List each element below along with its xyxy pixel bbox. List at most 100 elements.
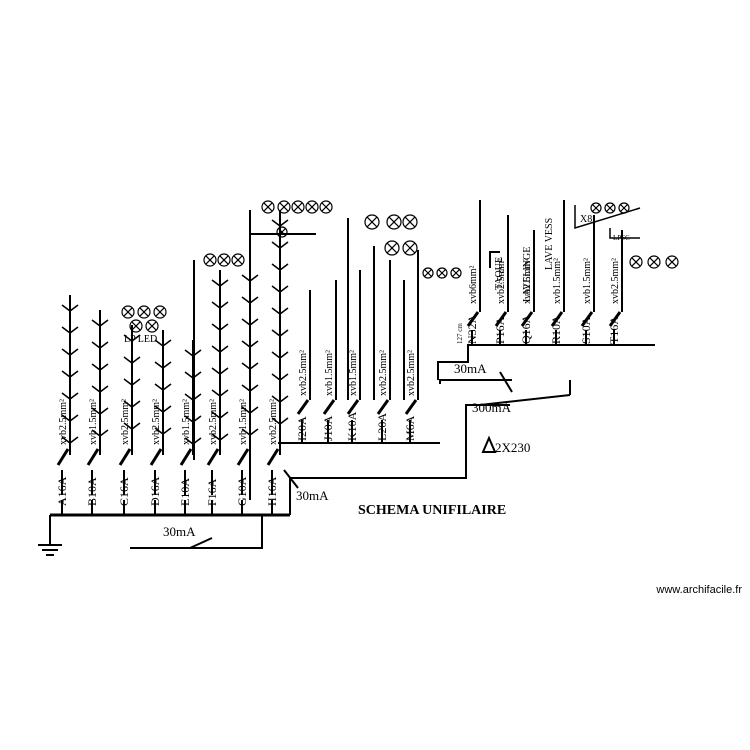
circuit-f16a-outlet-symbol bbox=[211, 279, 229, 287]
circuit-g10a-outlet-symbol bbox=[241, 362, 259, 370]
circuit-m6a-cable-label: xvb2.5mm² bbox=[406, 350, 417, 396]
dimension-127-label: 127 cm bbox=[456, 323, 464, 344]
circuit-t16a-breaker-label: T16A bbox=[607, 316, 621, 344]
circuit-j10a-breaker-symbol bbox=[322, 399, 336, 415]
circuit-e10a-outlet-symbol bbox=[184, 415, 202, 423]
lamp-symbol bbox=[261, 200, 275, 214]
circuit-a16a-breaker-symbol bbox=[56, 448, 70, 466]
circuit-f16a-cable-label: xvb2.5mm² bbox=[208, 399, 219, 445]
circuit-c16a-outlet-symbol bbox=[123, 378, 141, 386]
lamp-symbol bbox=[422, 267, 434, 279]
lamp-symbol bbox=[450, 267, 462, 279]
lamp-symbol bbox=[386, 214, 402, 230]
circuit-d16a-cable-label: xvb2.5mm² bbox=[151, 399, 162, 445]
taque-label: TAQUE bbox=[494, 257, 505, 290]
lamp-symbol-cross bbox=[386, 242, 398, 254]
lamp-symbol bbox=[276, 226, 288, 238]
circuit-h16a-outlet-symbol bbox=[271, 329, 289, 337]
circuit-e10a-outlet-symbol bbox=[184, 349, 202, 357]
circuit-f16a-outlet-symbol bbox=[211, 301, 229, 309]
diff-1-switch bbox=[189, 537, 213, 549]
circuit-a16a-outlet-symbol bbox=[61, 414, 79, 422]
circuit-s10a-breaker-symbol bbox=[580, 311, 594, 327]
circuit-d16a-outlet-symbol bbox=[154, 427, 172, 435]
lighting-feed bbox=[489, 251, 500, 268]
circuit-s10a-cable-label: xvb1.5mm² bbox=[582, 258, 593, 304]
lamp-symbol bbox=[436, 267, 448, 279]
circuit-b10a-outlet-symbol bbox=[91, 429, 109, 437]
circuit-d16a-breaker-symbol bbox=[149, 448, 163, 466]
lamp-symbol-cross bbox=[278, 228, 286, 236]
circuit-f16a-outlet-symbol bbox=[211, 389, 229, 397]
circuit-e10a-outlet-symbol bbox=[184, 371, 202, 379]
circuit-h16a-outlet-symbol bbox=[271, 351, 289, 359]
circuit-s10a-breaker-label: S10A bbox=[579, 316, 593, 344]
lamp-symbol-cross bbox=[438, 269, 446, 277]
lamp-symbol bbox=[384, 240, 400, 256]
circuit-f16a-breaker-symbol bbox=[206, 448, 220, 466]
main-switch-bar bbox=[479, 394, 571, 406]
circuit-p16a-breaker-label: P16A bbox=[493, 316, 507, 344]
circuit-h16a-outlet-symbol bbox=[271, 307, 289, 315]
lamp-symbol bbox=[629, 255, 643, 269]
circuit-i20a-cable-label: xvb2.5mm² bbox=[298, 350, 309, 396]
circuit-h16a-outlet-symbol bbox=[271, 373, 289, 381]
lamp-symbol-cross bbox=[631, 257, 641, 267]
circuit-e10a-breaker-label: E10A bbox=[178, 478, 192, 506]
circuit-g10a-outlet-symbol bbox=[241, 406, 259, 414]
circuit-g10a-cable-label: xvb1.5mm² bbox=[238, 399, 249, 445]
lamp-symbol-cross bbox=[592, 204, 600, 212]
circuit-j10a-cable-label: xvb1.5mm² bbox=[324, 350, 335, 396]
circuit-h16a-outlet-symbol bbox=[271, 285, 289, 293]
lamp-symbol-cross bbox=[131, 321, 141, 331]
circuit-p16a-cable-label: xvb2.5mm² bbox=[496, 258, 507, 304]
circuit-r10a-breaker-label: R10A bbox=[549, 315, 563, 344]
lamp-symbol-cross bbox=[293, 202, 303, 212]
circuit-c16a-outlet-symbol bbox=[123, 422, 141, 430]
circuit-b10a-breaker-symbol bbox=[86, 448, 100, 466]
circuit-b10a-outlet-symbol bbox=[91, 363, 109, 371]
diagram-title: SCHEMA UNIFILAIRE bbox=[358, 503, 506, 518]
circuit-e10a-cable-label: xvb1.5mm² bbox=[181, 399, 192, 445]
lighting-feed bbox=[609, 228, 640, 239]
circuit-b10a-outlet-symbol bbox=[91, 341, 109, 349]
lp-led-label: LP LED bbox=[124, 334, 157, 345]
lamp-symbol-cross bbox=[139, 307, 149, 317]
lamp-symbol bbox=[153, 305, 167, 319]
circuit-b10a-breaker-label: B10A bbox=[85, 477, 99, 506]
circuit-d16a-breaker-label: D16A bbox=[148, 476, 162, 506]
circuit-r10a-cable-label: xvb1.5mm² bbox=[552, 258, 563, 304]
lamp-symbol bbox=[231, 253, 245, 267]
circuit-i20a-breaker-label: I20A bbox=[295, 416, 309, 441]
circuit-f16a-outlet-symbol bbox=[211, 323, 229, 331]
circuit-g10a-breaker-label: G10A bbox=[235, 476, 249, 506]
supply-label: 2X230 bbox=[495, 440, 530, 455]
circuit-l20a-cable-label: xvb2.5mm² bbox=[378, 350, 389, 396]
circuit-t16a-cable-label: xvb2.5mm² bbox=[610, 258, 621, 304]
lighting-feed bbox=[574, 205, 641, 230]
lamp-symbol bbox=[277, 200, 291, 214]
circuit-m6a-breaker-symbol bbox=[404, 399, 418, 415]
circuit-c16a-breaker-label: C16A bbox=[117, 477, 131, 506]
lamp-symbol-cross bbox=[606, 204, 614, 212]
circuit-c16a-cable-label: xvb2.5mm² bbox=[120, 399, 131, 445]
circuit-c16a-outlet-symbol bbox=[123, 334, 141, 342]
circuit-a16a-breaker-label: A16A bbox=[55, 476, 69, 506]
lamp-symbol-cross bbox=[219, 255, 229, 265]
circuit-l20a-breaker-symbol bbox=[376, 399, 390, 415]
x8-label: X8 bbox=[580, 214, 592, 225]
circuit-f16a-breaker-label: F16A bbox=[205, 478, 219, 506]
circuit-f16a-outlet-symbol bbox=[211, 411, 229, 419]
lamp-symbol-cross bbox=[123, 307, 133, 317]
circuit-d16a-outlet-symbol bbox=[154, 405, 172, 413]
lamp-symbol bbox=[217, 253, 231, 267]
lamp-symbol-cross bbox=[404, 242, 416, 254]
circuit-t16a-breaker-symbol bbox=[608, 311, 622, 327]
circuit-n32a-breaker-label: N32A bbox=[465, 314, 479, 344]
differential-label-1: 30mA bbox=[163, 524, 196, 539]
lamp-symbol-cross bbox=[307, 202, 317, 212]
lpsc-label: LPSC bbox=[613, 234, 630, 242]
circuit-q16a-breaker-label: Q16A bbox=[519, 314, 533, 344]
circuit-h16a-outlet-symbol bbox=[271, 395, 289, 403]
